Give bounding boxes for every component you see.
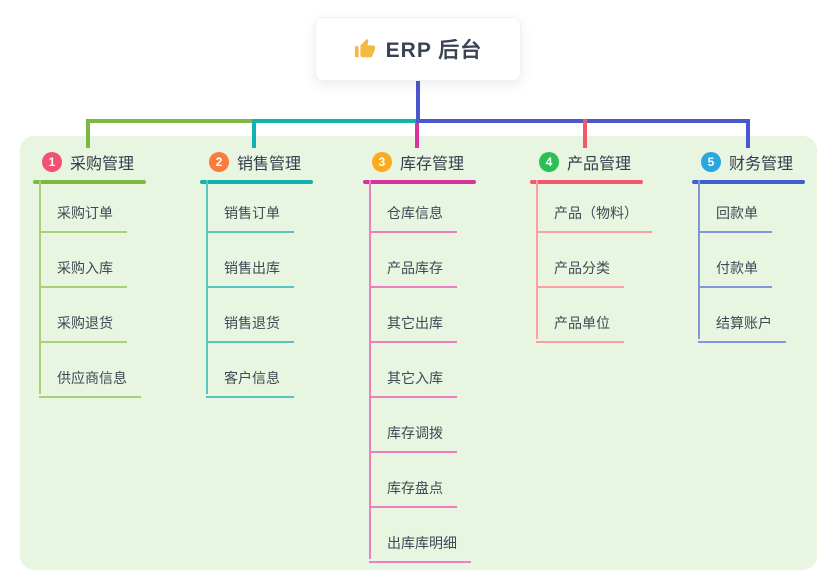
connector-bus-teal: [252, 119, 416, 123]
branch-title[interactable]: 1 采购管理: [33, 148, 146, 176]
child-item[interactable]: 产品单位: [536, 288, 624, 343]
branch-finance: 5 财务管理 回款单 付款单 结算账户: [692, 148, 805, 343]
branch-badge: 2: [209, 152, 229, 172]
connector-drop-finance: [746, 119, 750, 148]
child-item[interactable]: 产品（物料）: [536, 184, 652, 233]
root-label: ERP 后台: [385, 39, 483, 62]
child-item[interactable]: 销售出库: [206, 233, 294, 288]
branch-badge: 4: [539, 152, 559, 172]
child-item[interactable]: 其它入库: [369, 343, 457, 398]
branch-purchase: 1 采购管理 采购订单 采购入库 采购退货 供应商信息: [33, 148, 146, 398]
branches-panel: [20, 136, 817, 570]
child-item[interactable]: 销售退货: [206, 288, 294, 343]
branch-connector-line: [536, 180, 538, 339]
child-item[interactable]: 采购退货: [39, 288, 127, 343]
branch-label: 采购管理: [70, 156, 135, 173]
child-item[interactable]: 库存调拨: [369, 398, 457, 453]
child-item[interactable]: 其它出库: [369, 288, 457, 343]
root-node[interactable]: ERP 后台: [315, 17, 521, 81]
branch-badge: 1: [42, 152, 62, 172]
child-item[interactable]: 付款单: [698, 233, 772, 288]
branch-children: 产品（物料） 产品分类 产品单位: [530, 184, 652, 343]
connector-drop-sales: [252, 119, 256, 148]
branch-connector-line: [698, 180, 700, 339]
connector-drop-inventory: [415, 123, 419, 148]
branch-label: 库存管理: [400, 156, 465, 173]
branch-underline: [692, 180, 805, 184]
child-item[interactable]: 库存盘点: [369, 453, 457, 508]
child-item[interactable]: 仓库信息: [369, 184, 457, 233]
branch-underline: [200, 180, 313, 184]
branch-title[interactable]: 4 产品管理: [530, 148, 643, 176]
branch-badge: 5: [701, 152, 721, 172]
thumbs-up-icon: [354, 38, 375, 58]
child-item[interactable]: 采购入库: [39, 233, 127, 288]
branch-title[interactable]: 2 销售管理: [200, 148, 313, 176]
child-item[interactable]: 产品库存: [369, 233, 457, 288]
child-item[interactable]: 回款单: [698, 184, 772, 233]
connector-drop-product: [583, 119, 587, 148]
branch-underline: [363, 180, 476, 184]
branch-badge: 3: [372, 152, 392, 172]
branch-underline: [33, 180, 146, 184]
child-item[interactable]: 销售订单: [206, 184, 294, 233]
branch-underline: [530, 180, 643, 184]
connector-root-drop: [416, 81, 420, 121]
child-item[interactable]: 采购订单: [39, 184, 127, 233]
branch-label: 财务管理: [729, 156, 794, 173]
branch-product: 4 产品管理 产品（物料） 产品分类 产品单位: [530, 148, 652, 343]
branch-title[interactable]: 5 财务管理: [692, 148, 805, 176]
branch-inventory: 3 库存管理 仓库信息 产品库存 其它出库 其它入库 库存调拨 库存盘点 出库库…: [363, 148, 476, 563]
child-item[interactable]: 结算账户: [698, 288, 786, 343]
child-item[interactable]: 供应商信息: [39, 343, 141, 398]
connector-drop-purchase: [86, 119, 90, 148]
branch-label: 产品管理: [567, 156, 632, 173]
connector-bus-green: [86, 119, 252, 123]
branch-children: 仓库信息 产品库存 其它出库 其它入库 库存调拨 库存盘点 出库库明细: [363, 184, 476, 563]
child-item[interactable]: 产品分类: [536, 233, 624, 288]
branch-children: 销售订单 销售出库 销售退货 客户信息: [200, 184, 313, 398]
branch-children: 回款单 付款单 结算账户: [692, 184, 805, 343]
branch-sales: 2 销售管理 销售订单 销售出库 销售退货 客户信息: [200, 148, 313, 398]
child-item[interactable]: 出库库明细: [369, 508, 471, 563]
branch-children: 采购订单 采购入库 采购退货 供应商信息: [33, 184, 146, 398]
child-item[interactable]: 客户信息: [206, 343, 294, 398]
branch-connector-line: [369, 180, 371, 559]
branch-label: 销售管理: [237, 156, 302, 173]
branch-title[interactable]: 3 库存管理: [363, 148, 476, 176]
